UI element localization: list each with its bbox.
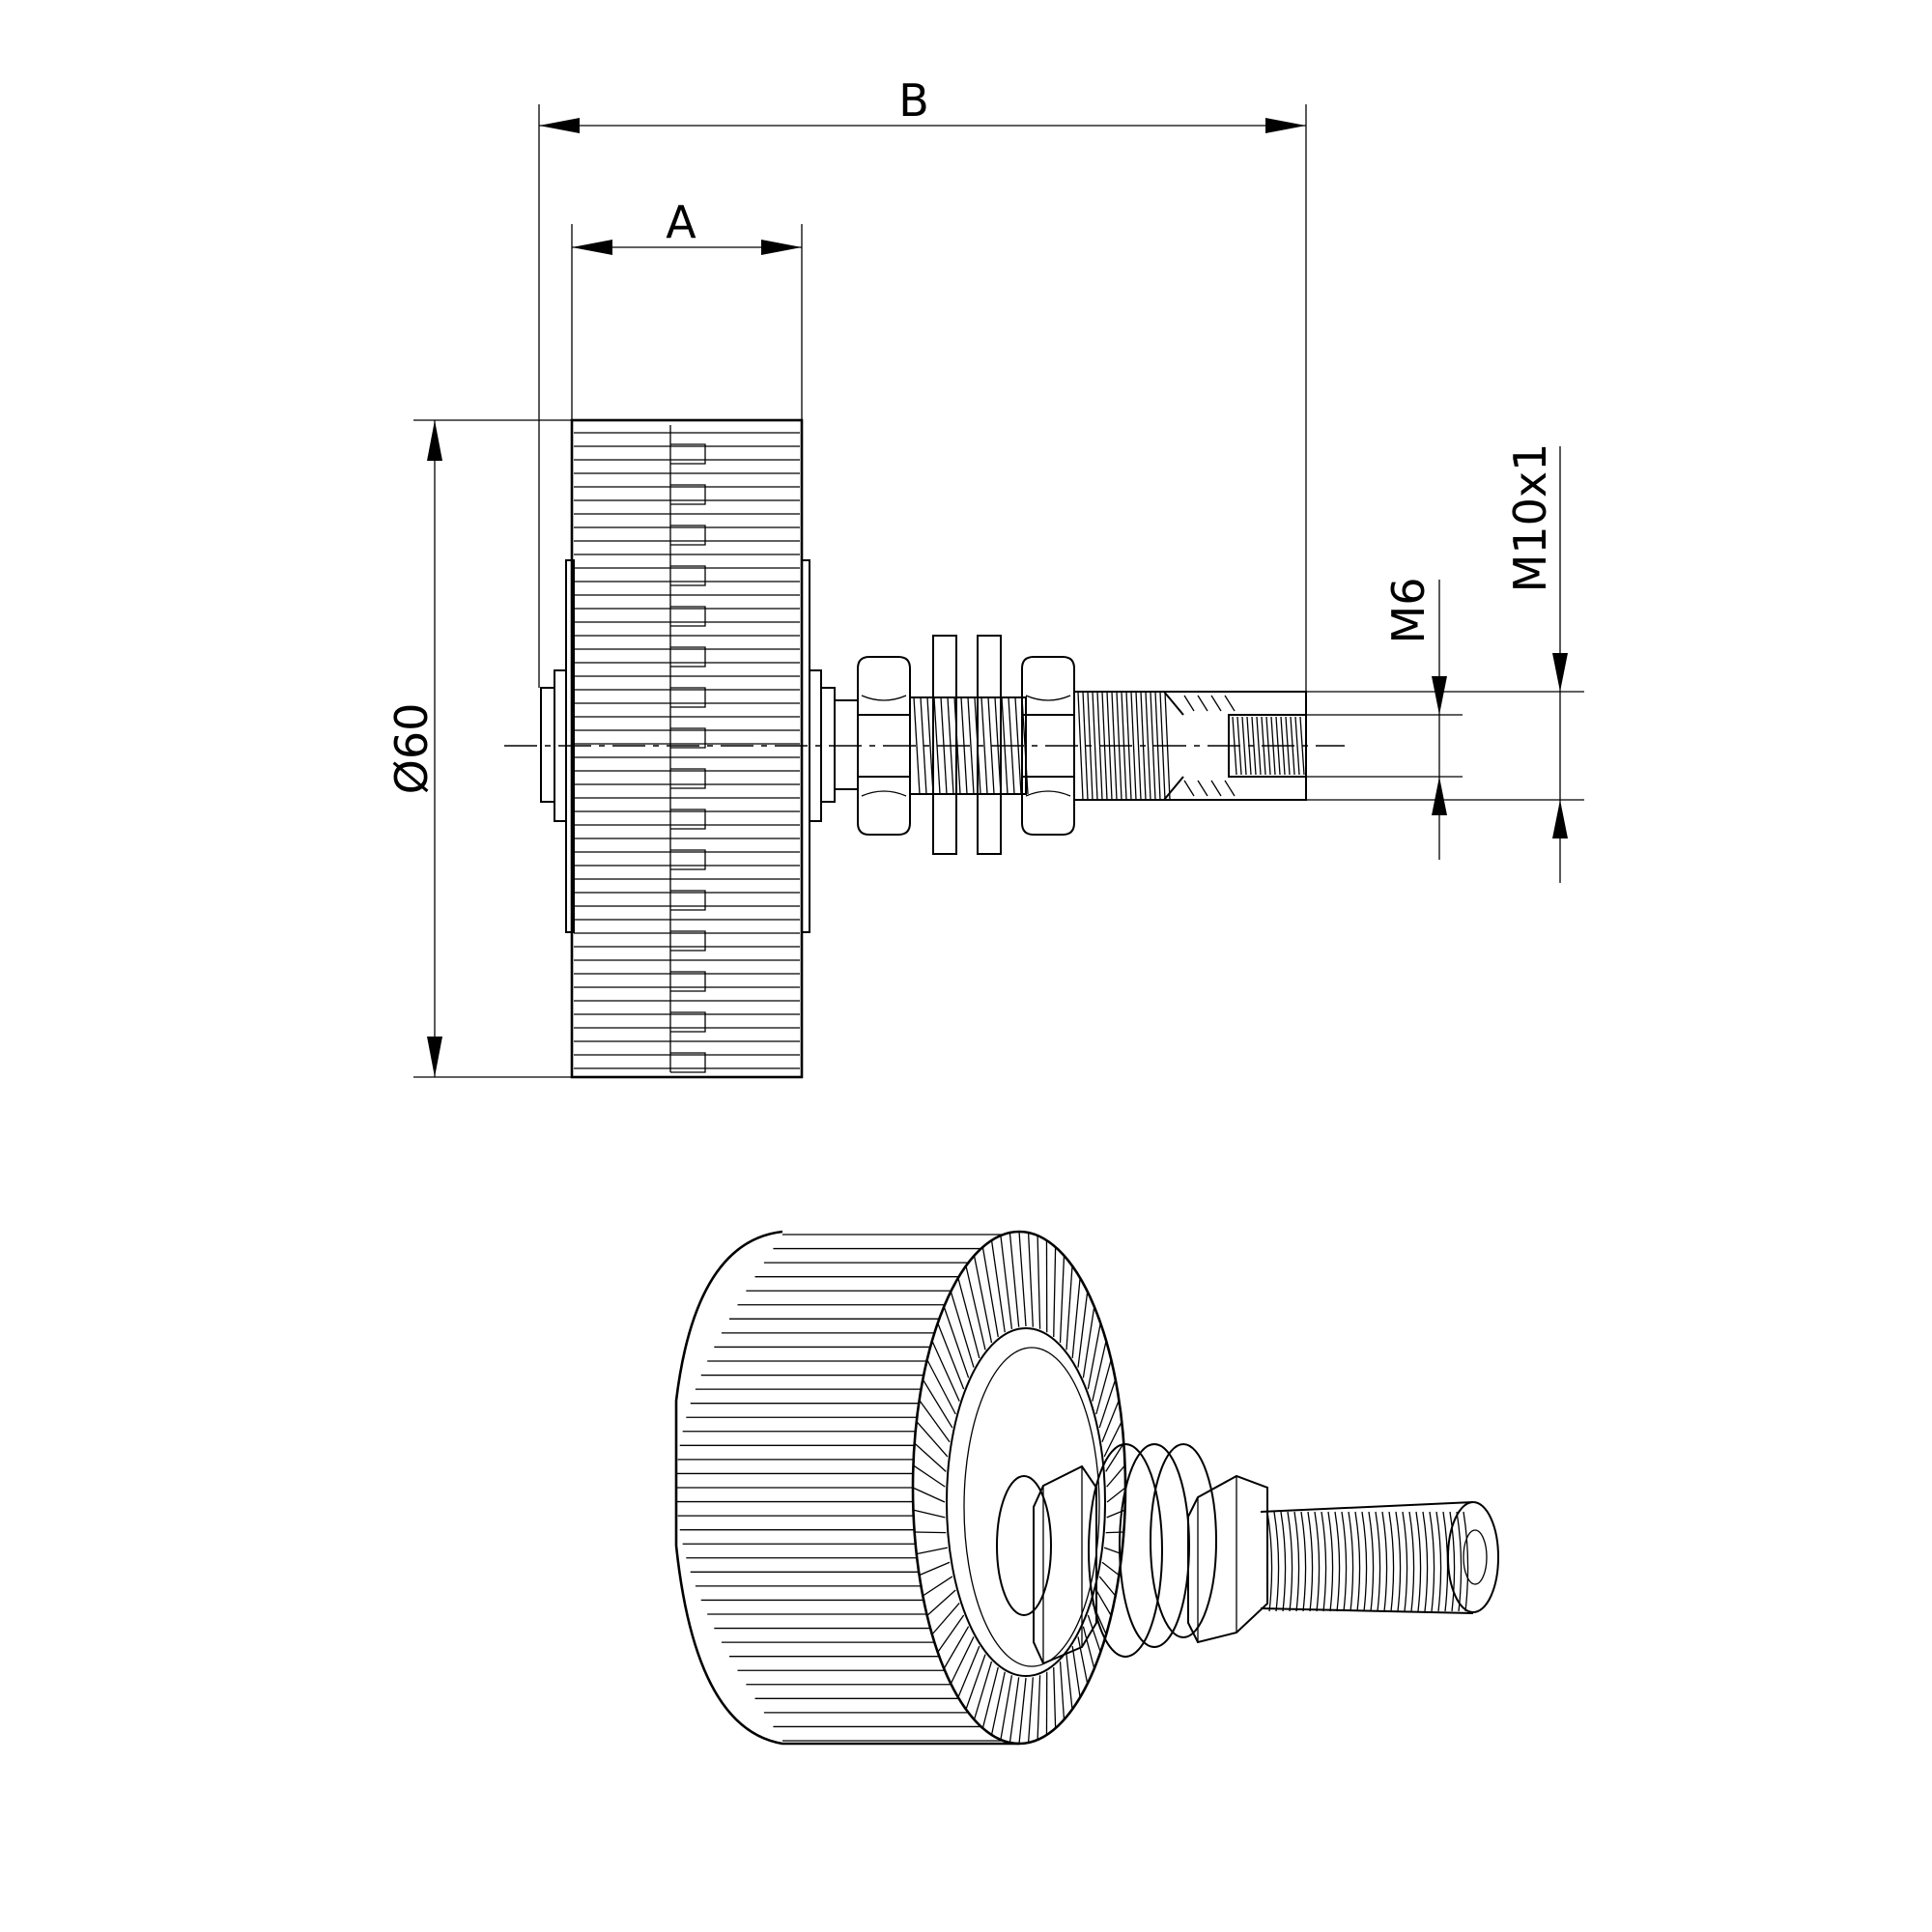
hub-disc [946,1327,1106,1677]
iso-hex-nut-back [1187,1474,1268,1644]
knob-rim-outline [674,1230,1019,1746]
knurl-ridges [574,425,800,1073]
hex-nut-right [1021,656,1075,836]
knob-face-rays [912,1231,1126,1745]
dimension-a: A [571,196,803,420]
bolt-head [996,1475,1052,1616]
dimension-m6: M6 [1306,578,1463,860]
dimension-m6-label: M6 [1382,578,1435,644]
dimension-diameter: Ø60 [385,419,572,1078]
dimension-b: B [538,74,1307,692]
dimension-diameter-label: Ø60 [385,703,438,795]
right-hub [820,687,836,803]
washer-right [977,635,1002,855]
dimension-m10x1: M10x1 [1306,443,1584,883]
isometric-view [674,1230,1499,1746]
knob-body-outline [570,418,804,1079]
side-view: B A Ø60 M6 [385,74,1584,1079]
stem [834,699,859,790]
iso-washer-1 [1088,1443,1163,1658]
hex-nut-left [857,656,911,836]
iso-shaft-end [1447,1501,1499,1613]
left-hub [540,687,555,803]
dimension-m10x1-label: M10x1 [1504,443,1556,593]
iso-shaft-bore [1463,1529,1488,1585]
dimension-a-label: A [666,196,696,248]
dimension-b-label: B [898,74,929,127]
washer-left [932,635,957,855]
knob-rim-ridges [676,1234,1004,1742]
hub-disc-inner [963,1347,1100,1667]
iso-washer-3 [1150,1443,1217,1638]
